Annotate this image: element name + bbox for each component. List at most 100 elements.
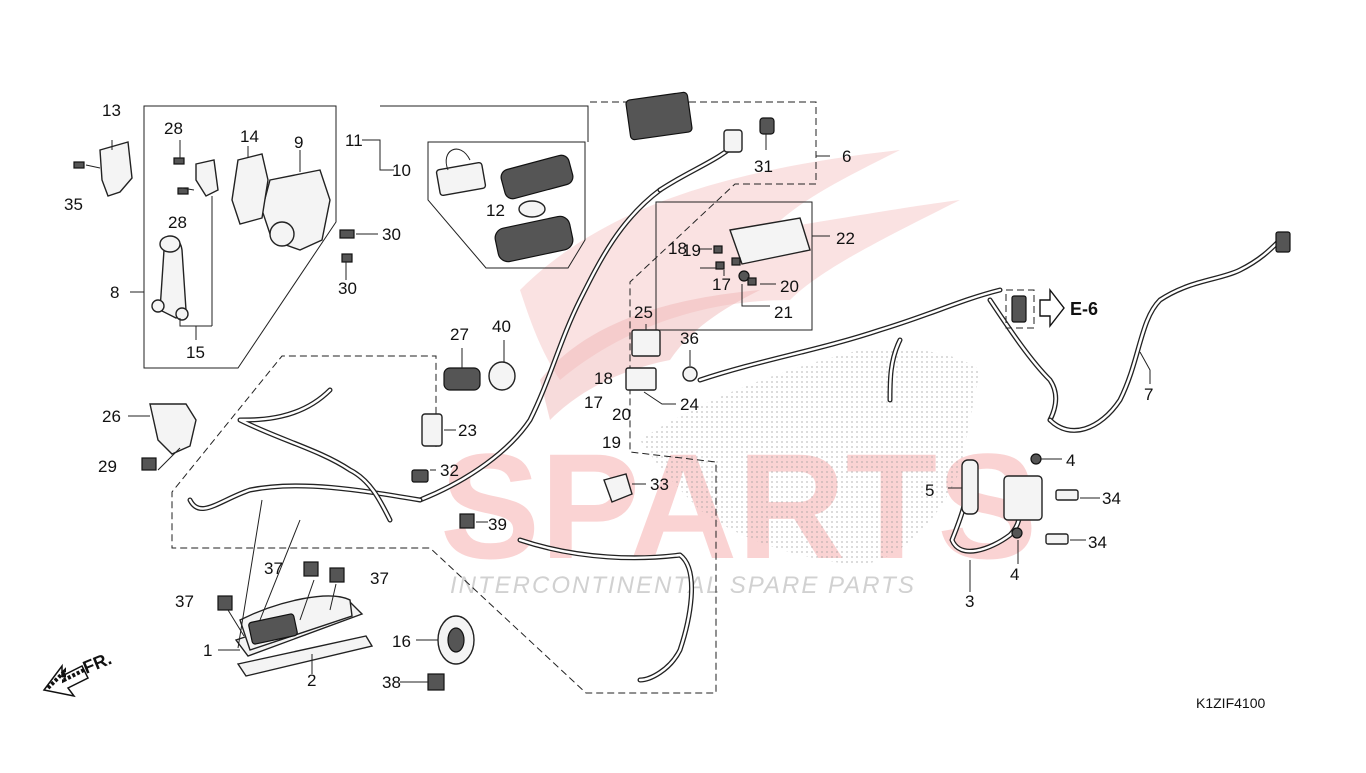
callout-1: 1 — [203, 641, 212, 660]
connector-cap — [759, 117, 775, 135]
callout-19: 19 — [602, 433, 621, 452]
switch-body — [231, 153, 269, 225]
front-label: FR. — [80, 648, 114, 677]
screw — [173, 157, 185, 165]
callout-20: 20 — [780, 277, 799, 296]
coil-nut — [1030, 453, 1042, 465]
callout-38: 38 — [382, 673, 401, 692]
callout-22: 22 — [836, 229, 855, 248]
callout-30: 30 — [382, 225, 401, 244]
callout-5: 5 — [925, 481, 934, 500]
callout-6: 6 — [842, 147, 851, 166]
clip — [715, 261, 725, 270]
callout-labels: 1 2 3 4 4 5 6 7 8 9 10 11 12 13 14 15 16… — [64, 101, 1153, 692]
cable-end — [175, 307, 189, 321]
bolt-37 — [217, 595, 233, 611]
bolt — [339, 229, 355, 239]
ignition-switch-parts — [73, 140, 378, 340]
left-side-parts — [128, 340, 646, 503]
callout-18: 18 — [668, 239, 687, 258]
clip — [738, 270, 750, 282]
callout-37: 37 — [175, 592, 194, 611]
callout-32: 32 — [440, 461, 459, 480]
upper-connectors — [625, 91, 830, 157]
callout-36: 36 — [680, 329, 699, 348]
callout-30: 30 — [338, 279, 357, 298]
plug-cap — [961, 459, 979, 515]
key-tag — [435, 161, 487, 197]
connector-23 — [421, 413, 443, 447]
cable-loop — [159, 235, 181, 253]
grommet-33 — [603, 473, 633, 503]
main-wire-harness — [187, 137, 1059, 683]
callout-18: 18 — [594, 369, 613, 388]
callout-39: 39 — [488, 515, 507, 534]
clip — [731, 257, 741, 266]
ref-bolt — [1011, 295, 1027, 323]
bolt-37 — [303, 561, 319, 577]
smart-key-group-frame — [380, 105, 589, 142]
callout-21: 21 — [774, 303, 793, 322]
callout-35: 35 — [64, 195, 83, 214]
callout-23: 23 — [458, 421, 477, 440]
sensor-26 — [149, 403, 197, 455]
control-unit-case — [729, 217, 811, 265]
callout-15: 15 — [186, 343, 205, 362]
fob-top — [500, 154, 574, 200]
ignition-coil-assembly — [949, 453, 1079, 554]
callout-4: 4 — [1066, 451, 1075, 470]
callout-25: 25 — [634, 303, 653, 322]
sub-harness — [1047, 231, 1291, 433]
horn-center — [447, 627, 465, 653]
callout-29: 29 — [98, 457, 117, 476]
bolt-37 — [329, 567, 345, 583]
callout-28: 28 — [168, 213, 187, 232]
smart-unit — [625, 91, 693, 141]
callout-4: 4 — [1010, 565, 1019, 584]
key-tag-loop — [445, 148, 471, 171]
callout-11: 11 — [345, 131, 363, 150]
clip-32 — [411, 469, 429, 483]
dot-shading-area — [640, 348, 980, 565]
callout-12: 12 — [486, 201, 505, 220]
front-direction-indicator: FR. — [42, 648, 114, 698]
callout-27: 27 — [450, 325, 469, 344]
callout-34: 34 — [1088, 533, 1107, 552]
callout-37: 37 — [264, 559, 283, 578]
callout-16: 16 — [392, 632, 411, 651]
callout-34: 34 — [1102, 489, 1121, 508]
smart-key-inner-frame — [427, 141, 586, 269]
relay — [631, 329, 661, 357]
ref-arrow-icon — [1039, 287, 1065, 329]
callout-7: 7 — [1144, 385, 1153, 404]
callout-24: 24 — [680, 395, 699, 414]
key-cylinder — [269, 221, 295, 247]
harness-branch-left — [187, 483, 423, 512]
battery-coin — [518, 200, 546, 218]
ignition-group-frame — [143, 105, 337, 369]
callout-17: 17 — [712, 275, 731, 294]
bottom-parts — [217, 499, 488, 691]
sub-harness-connector — [1275, 231, 1291, 253]
smart-key-parts — [435, 148, 574, 263]
fob-bottom — [494, 215, 574, 263]
control-unit-group-frame — [655, 201, 813, 331]
socket-27 — [443, 367, 481, 391]
callout-37: 37 — [370, 569, 389, 588]
coil-bolt — [1055, 489, 1079, 501]
battery — [248, 613, 298, 645]
cable-end — [151, 299, 165, 313]
bracket-cover — [99, 141, 133, 197]
grommet — [682, 366, 698, 382]
callout-14: 14 — [240, 127, 259, 146]
callout-33: 33 — [650, 475, 669, 494]
connector — [723, 129, 743, 153]
control-unit-parts — [698, 217, 830, 307]
callout-20: 20 — [612, 405, 631, 424]
coil-nut — [1011, 527, 1023, 539]
coil-bolt — [1045, 533, 1069, 545]
ignition-coil — [1003, 475, 1043, 521]
callout-13: 13 — [102, 101, 121, 120]
